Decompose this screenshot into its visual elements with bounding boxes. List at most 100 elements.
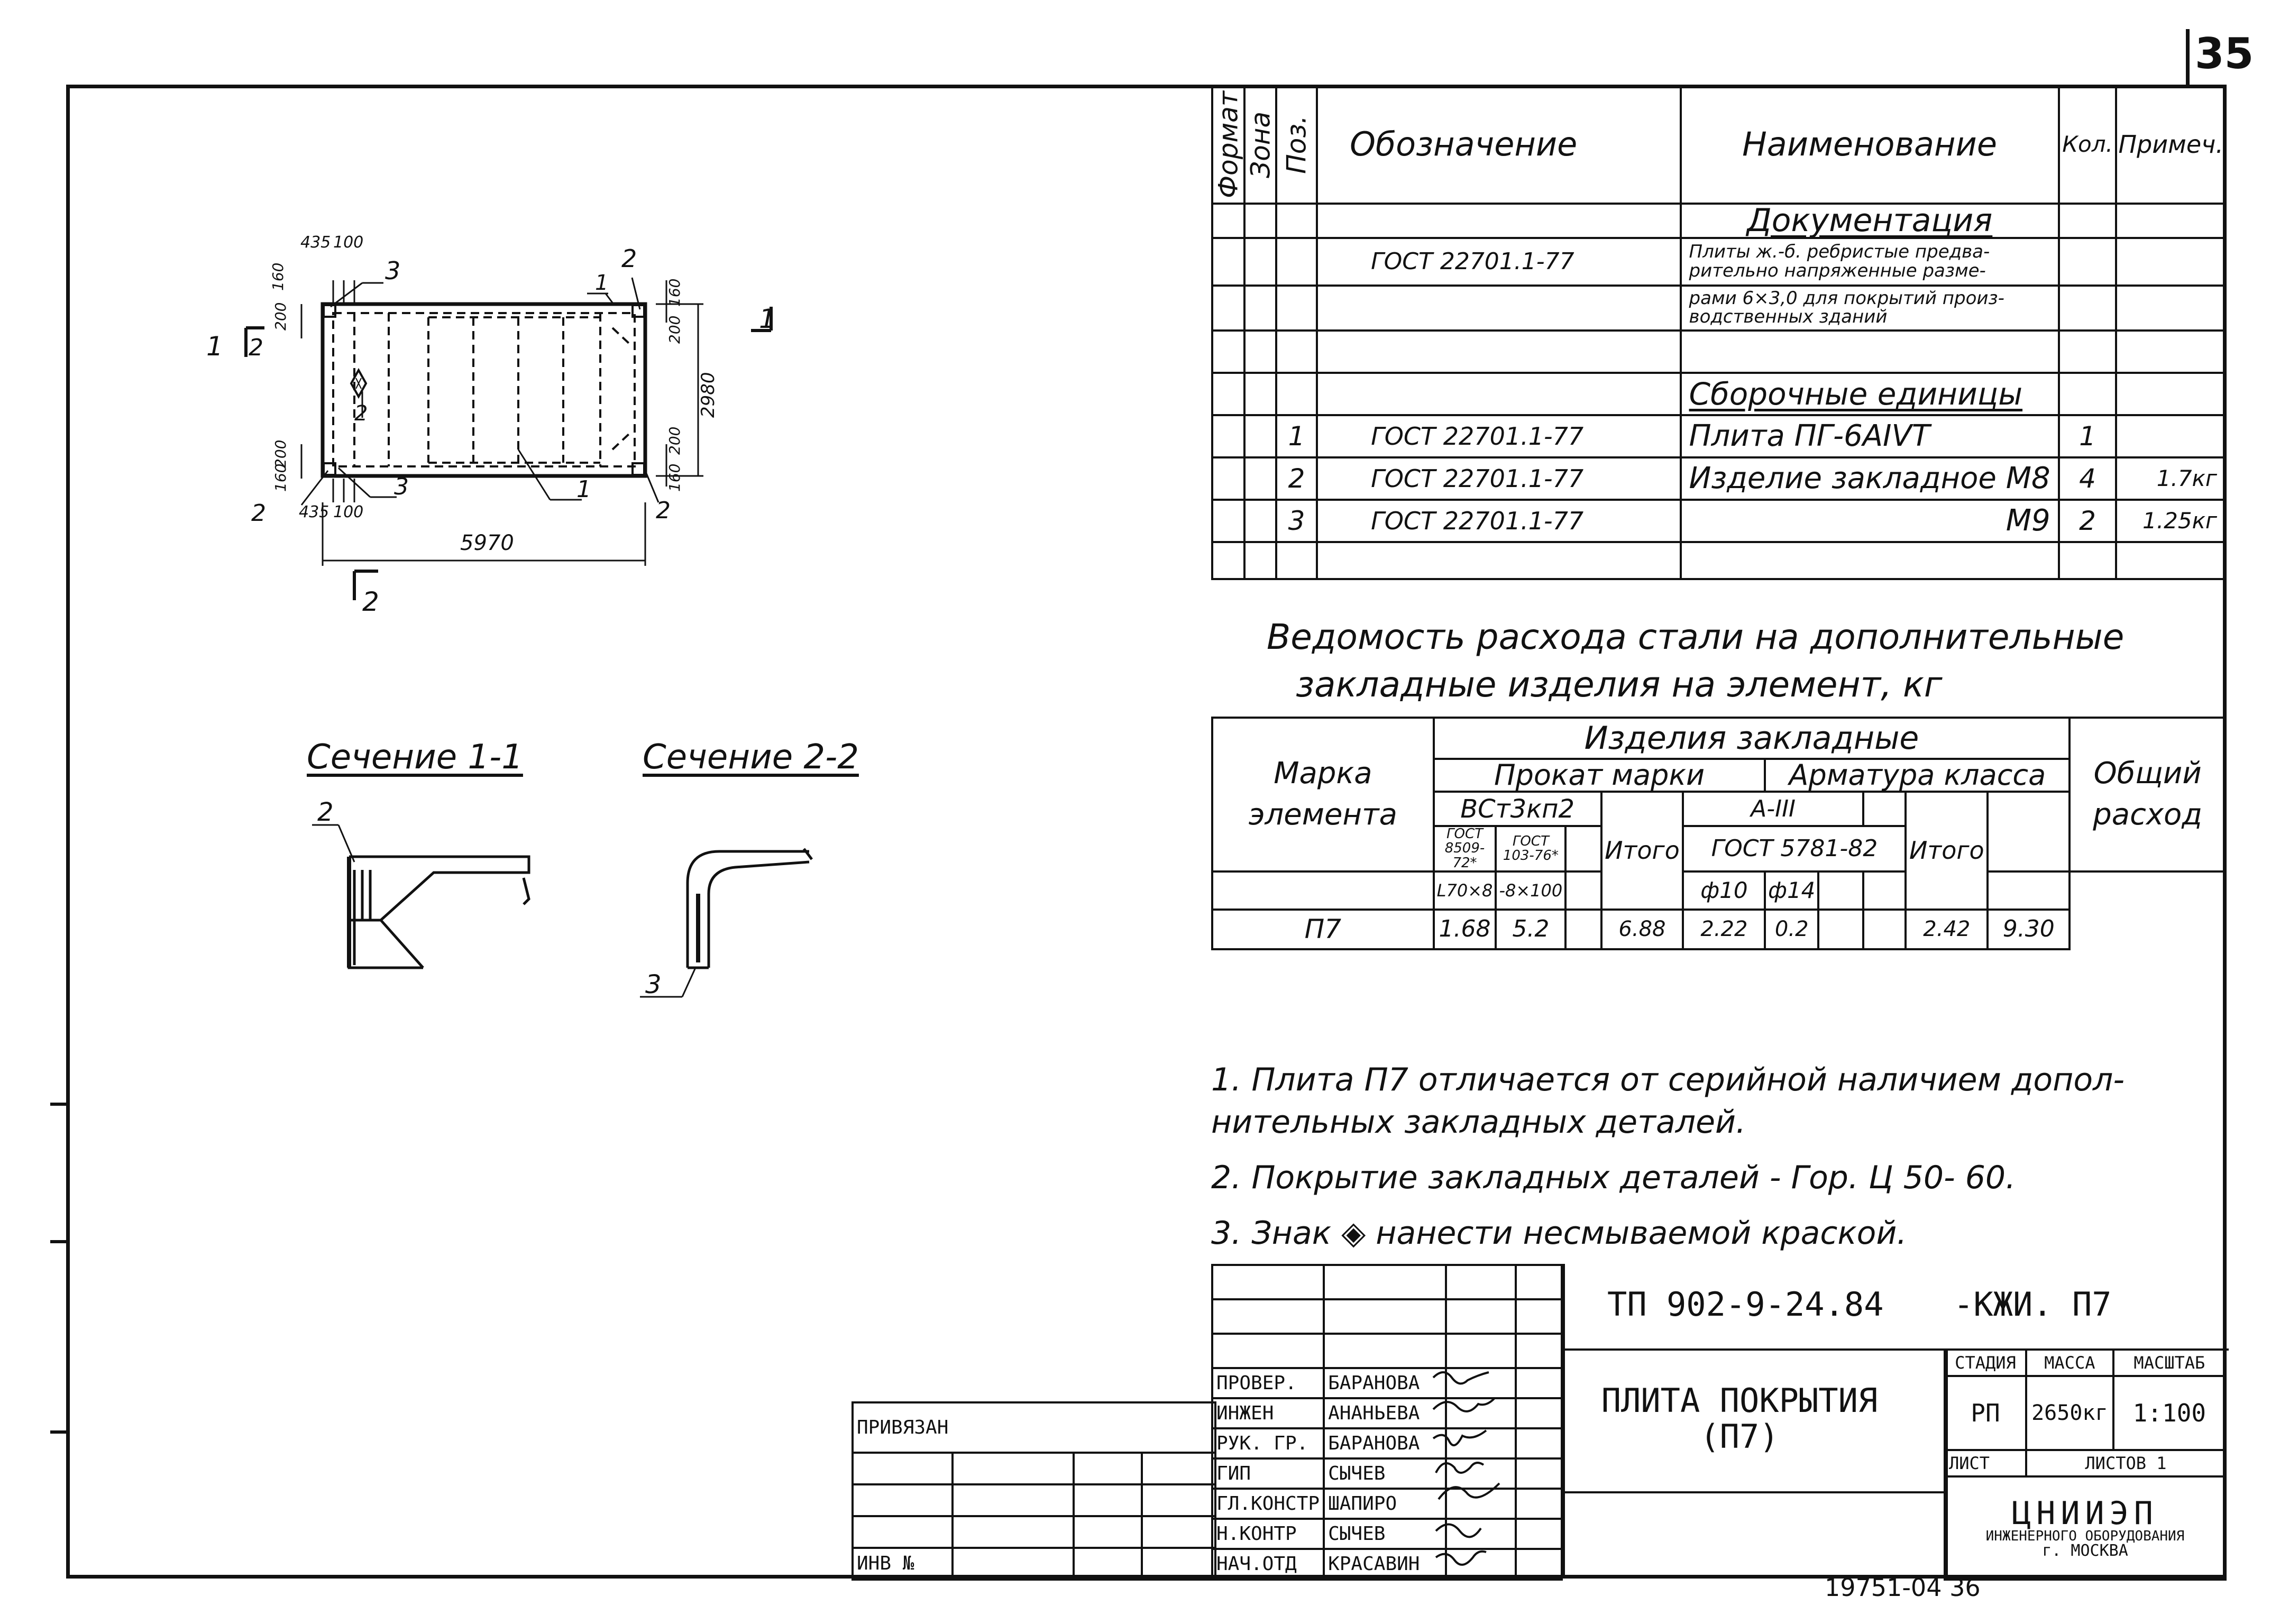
stage-table: СТАДИЯ МАССА МАСШТАБ РП 2650кг 1:100 ЛИС… [1944, 1348, 2227, 1581]
hdr-gost-8509: ГОСТ 8509-72* [1432, 825, 1497, 873]
steel-table-title-line2: закладные изделия на элемент, кг [1296, 664, 1943, 705]
project-designation: ТП 902-9-24.84 [1607, 1285, 1884, 1324]
person: БАРАНОВА [1323, 1427, 1447, 1460]
spec-row: 2 ГОСТ 22701.1-77 Изделие закладное М8 4… [1211, 456, 2227, 501]
cut-1-right: 1 [759, 304, 776, 334]
role: ПРОВЕР. [1211, 1367, 1325, 1399]
label-2-top-right: 2 [621, 244, 637, 273]
role: Н.КОНТР [1211, 1518, 1325, 1550]
row-v4: 2.22 [1682, 908, 1766, 950]
row-mark: П7 [1211, 908, 1435, 950]
approval-row: ПРОВЕР. БАРАНОВА [1211, 1367, 1563, 1399]
drawing-code: -КЖИ. П7 [1954, 1285, 2112, 1324]
section-2-2-title: Сечение 2-2 [643, 738, 859, 777]
col-header-note: Примеч. [2115, 85, 2227, 205]
label-3-bottom: 3 [394, 473, 409, 500]
inventory-label: ИНВ № [851, 1547, 954, 1581]
scale-header: МАСШТАБ [2112, 1348, 2227, 1377]
dim-2980: 2980 [698, 372, 719, 418]
row-v3 [1564, 908, 1603, 950]
diamond-mark [350, 368, 368, 399]
label-2-inner: 2 [354, 401, 368, 426]
spec-qty: 1 [2057, 414, 2118, 458]
dim-100-top: 100 [333, 233, 363, 252]
person: АНАНЬЕВА [1323, 1397, 1447, 1429]
role: ГЛ.КОНСТР [1211, 1488, 1325, 1520]
spec-qty: 4 [2057, 456, 2118, 501]
hdr-overall-2: расход [2093, 797, 2203, 832]
spec-note [2115, 414, 2227, 458]
spec-qty: 2 [2057, 498, 2118, 543]
signature-mark [1437, 1482, 1500, 1500]
cut-2-bottom: 2 [362, 586, 379, 617]
spec-designation: ГОСТ 22701.1-77 [1316, 498, 1682, 543]
steel-consumption-table: Марка элемента Изделия закладные Общий р… [1211, 717, 2227, 950]
cut-1-left: 1 [206, 331, 223, 362]
mass-value: 2650кг [2025, 1375, 2114, 1451]
dim-200-left: 200 [272, 302, 289, 331]
spec-note: 1.25кг [2115, 498, 2227, 543]
signature-mark [1435, 1523, 1482, 1538]
approval-row: ИНЖЕН АНАНЬЕВА [1211, 1397, 1563, 1429]
sheet-name: ПЛИТА ПОКРЫТИЯ (П7) [1576, 1381, 1903, 1455]
dim-160-bottom-left: 160 [272, 464, 289, 492]
stage-value: РП [1944, 1375, 2027, 1451]
section-2-2-drawing: 3 [640, 848, 813, 999]
org-city: г. МОСКВА [2042, 1541, 2128, 1560]
doc-name-line3: рами 6×3,0 для покрытий произ- [1689, 287, 2004, 309]
col-header-name: Наименование [1679, 85, 2060, 205]
role: ГИП [1211, 1457, 1325, 1490]
hdr-rebar-class: А-III [1682, 791, 1864, 827]
organization: ЦНИИЭП ИНЖЕНЕРНОГО ОБОРУДОВАНИЯ г. МОСКВ… [1944, 1475, 2227, 1581]
dim-435-top: 435 [300, 233, 331, 252]
doc-name-part1: Плиты ж.-б. ребристые предва- рительно н… [1679, 236, 2060, 287]
hdr-total-rolled: Итого [1600, 791, 1684, 911]
approvals-table: ПРОВЕР. БАРАНОВА ИНЖЕН АНАНЬЕВА РУК. ГР.… [1211, 1264, 1563, 1581]
row-v2: 5.2 [1495, 908, 1567, 950]
col-header-designation: Обозначение [1316, 85, 1682, 205]
signature-mark [1432, 1371, 1489, 1385]
dim-100-bottom: 100 [333, 503, 363, 521]
mass-header: МАССА [2025, 1348, 2114, 1377]
col-header-zone: Зона [1244, 86, 1277, 204]
doc-name-line2: рительно напряженные разме- [1689, 260, 1986, 281]
spec-designation: ГОСТ 22701.1-77 [1316, 414, 1682, 458]
spec-name: Плита ПГ-6АIVТ [1679, 414, 2060, 458]
row-v1: 1.68 [1432, 908, 1497, 950]
person: СЫЧЕВ [1323, 1518, 1447, 1550]
section-documentation: Документация [1679, 202, 2060, 239]
steel-table-title-line1: Ведомость расхода стали на дополнительны… [1267, 617, 2125, 657]
role: РУК. ГР. [1211, 1427, 1325, 1460]
dim-200-bottom-left: 200 [272, 440, 289, 468]
slab-plan-drawing: 435 100 160 200 160 200 2980 200 160 200… [206, 233, 776, 617]
spec-designation: ГОСТ 22701.1-77 [1316, 456, 1682, 501]
note-3: 3. Знак ◈ нанести несмываемой краской. [1211, 1215, 1907, 1252]
dim-5970: 5970 [460, 531, 514, 555]
sheet-name-line1: ПЛИТА ПОКРЫТИЯ [1601, 1381, 1878, 1420]
hdr-steel-grade: ВСт3кп2 [1432, 791, 1603, 827]
dim-435-bottom: 435 [299, 503, 329, 521]
hdr-profile-strip: -8×100 [1495, 870, 1567, 911]
label-1-top-right: 1 [595, 271, 608, 295]
doc-name-line1: Плиты ж.-б. ребристые предва- [1689, 241, 1990, 263]
dim-200-right: 200 [666, 316, 683, 344]
role: ИНЖЕН [1211, 1397, 1325, 1429]
spec-row: 3 ГОСТ 22701.1-77 М9 2 1.25кг [1211, 498, 2227, 543]
spec-name: М9 [1679, 498, 2060, 543]
margin-tick [50, 1103, 69, 1106]
person: СЫЧЕВ [1323, 1457, 1447, 1490]
doc-designation: ГОСТ 22701.1-77 [1316, 236, 1682, 287]
hdr-total-rebar: Итого [1904, 791, 1989, 911]
spec-note: 1.7кг [2115, 456, 2227, 501]
page-number: 35 [2195, 29, 2254, 78]
sheet-header: ЛИСТ [1944, 1449, 2027, 1478]
dim-160-right: 160 [666, 279, 683, 307]
role: НАЧ.ОТД [1211, 1548, 1325, 1581]
label-2-top-left: 3 [385, 256, 400, 285]
binding-label: ПРИВЯЗАН [851, 1401, 1216, 1454]
signature-mark [1432, 1429, 1487, 1446]
scale-value: 1:100 [2112, 1375, 2227, 1451]
dim-160-bottom-right: 160 [666, 464, 683, 492]
slab-ribs [332, 312, 636, 467]
spec-name: Изделие закладное М8 [1679, 456, 2060, 501]
